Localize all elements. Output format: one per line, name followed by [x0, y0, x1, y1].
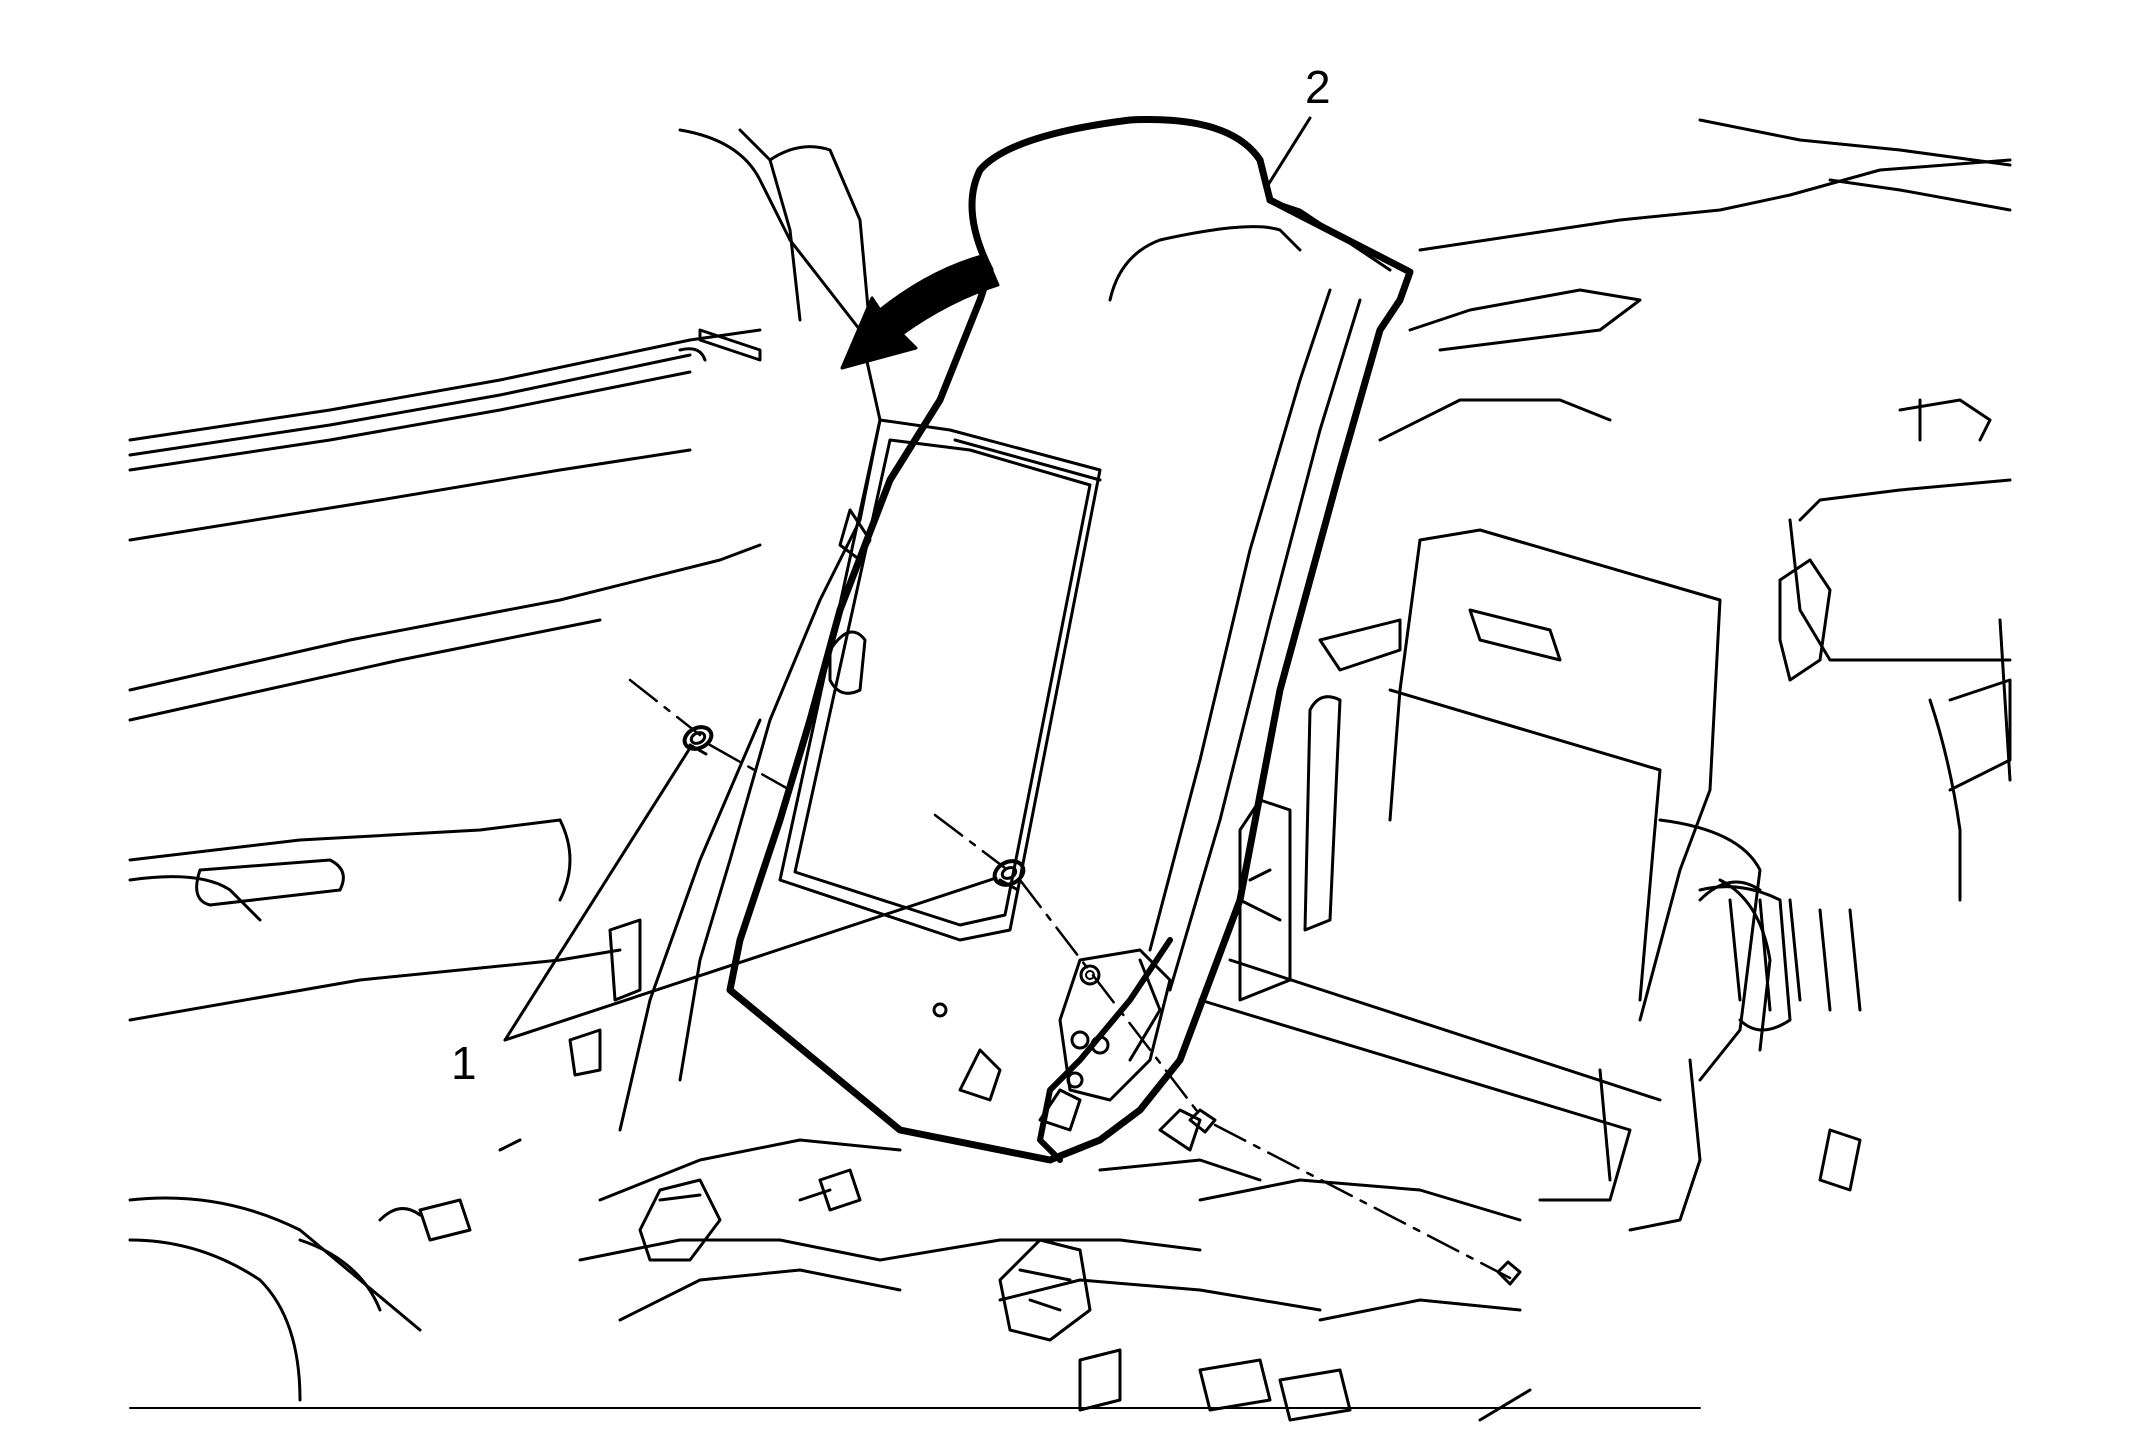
seat-hinge-bracket: [1037, 937, 1173, 1163]
trim-panel-outline: [726, 196, 1414, 1164]
seat-back-frame: [1198, 528, 1862, 1232]
c-pillar-trim: [568, 238, 882, 1132]
headrest-outline: [968, 116, 1274, 274]
leader-lines: [503, 116, 1312, 1042]
alignment-dashed-lines: [628, 678, 1512, 1280]
fastener-clip: [1496, 1260, 1522, 1286]
callout-label-2: 2: [1305, 61, 1331, 113]
callout-1-leader-b: [503, 876, 998, 1042]
curved-arrow-left-icon: [840, 253, 1000, 370]
quarter-panel-lines: [128, 128, 872, 1022]
fastener-clip: [1188, 1108, 1217, 1134]
callout-2-leader: [1266, 116, 1312, 187]
left-seat-cushion: [128, 1196, 422, 1402]
panel-recess: [778, 418, 1102, 942]
rear-deck-lines: [1378, 118, 2012, 902]
callout-1-leader-a: [503, 746, 692, 1042]
seat-springs: [1698, 885, 1862, 1032]
seat-back-trim-panel: [726, 116, 1414, 1164]
floor-pan-lines: [378, 1048, 1522, 1322]
seatbelt-buckles: [638, 1178, 1532, 1422]
callout-label-1: 1: [451, 1037, 477, 1089]
fastener-clip: [682, 725, 714, 756]
fastener-clips: [682, 725, 1522, 1286]
